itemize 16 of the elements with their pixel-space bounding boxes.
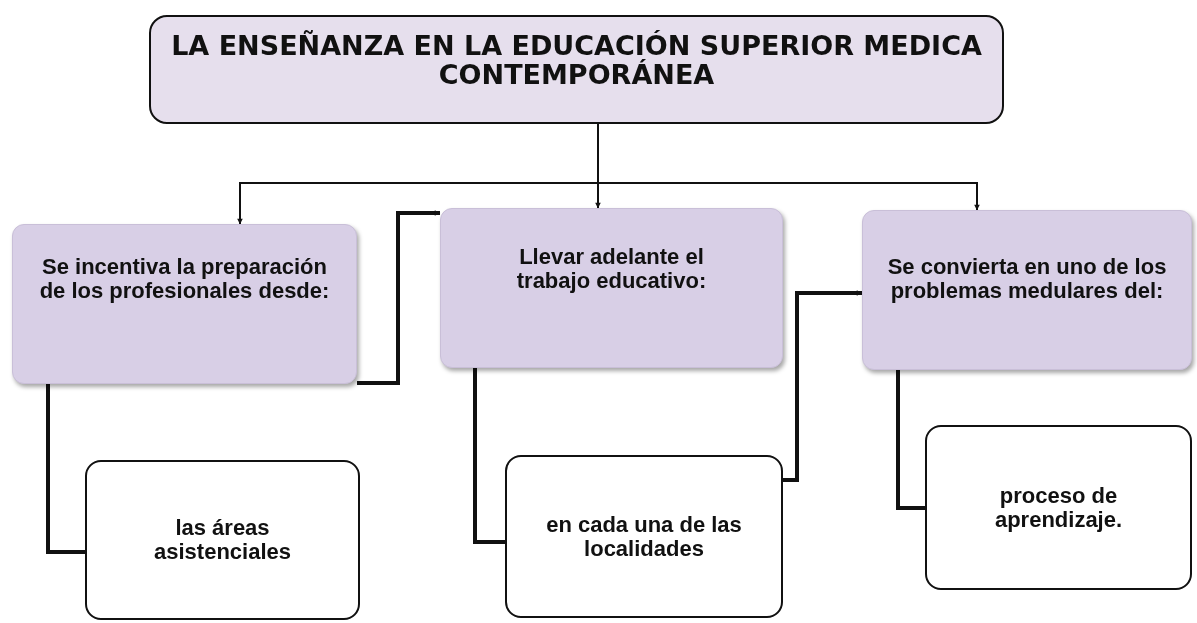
connector-arrow xyxy=(357,210,441,385)
detail-box xyxy=(85,460,360,620)
detail-box xyxy=(925,425,1192,590)
node-text: en cada una de las localidades xyxy=(545,512,743,561)
connector-arrow xyxy=(783,290,863,482)
node-text: Se incentiva la preparación de los profesionales desde: xyxy=(38,255,331,303)
node-text: proceso de aprendizaje. xyxy=(993,483,1124,532)
node-text: Llevar adelante el trabajo educativo: xyxy=(515,245,708,293)
topic-box xyxy=(440,208,783,368)
topic-box xyxy=(862,210,1192,370)
detail-box xyxy=(505,455,783,618)
node-text: LA ENSEÑANZA EN LA EDUCACIÓN SUPERIOR MEDICA CONTEMPORÁNEA xyxy=(170,31,983,90)
title-box xyxy=(149,15,1004,124)
node-text: Se convierta en uno de los problemas medulares del: xyxy=(886,255,1168,303)
node-text: las áreas asistenciales xyxy=(153,516,292,564)
topic-box xyxy=(12,224,357,384)
